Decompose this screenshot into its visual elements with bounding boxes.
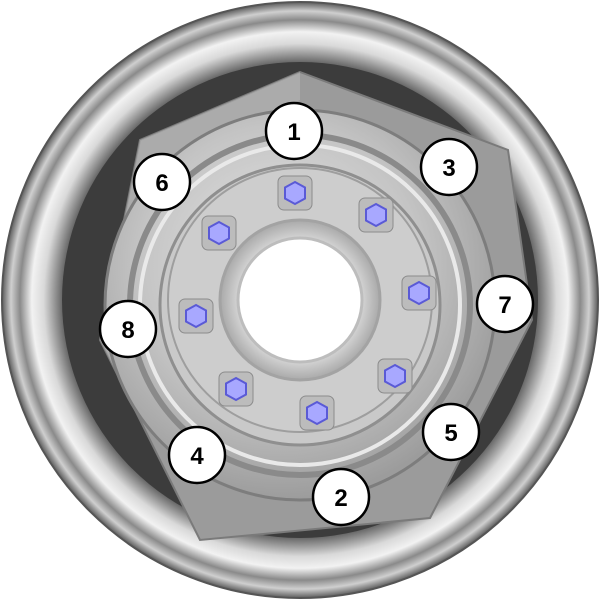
label-8: 8 xyxy=(100,301,156,357)
label-2-text: 2 xyxy=(334,485,347,512)
lug-nut xyxy=(300,396,334,430)
label-4-text: 4 xyxy=(190,443,204,470)
label-3-text: 3 xyxy=(442,155,455,182)
lug-nut xyxy=(278,176,312,210)
label-5-text: 5 xyxy=(444,420,457,447)
label-6-text: 6 xyxy=(155,170,168,197)
label-2: 2 xyxy=(313,469,369,525)
label-8-text: 8 xyxy=(121,317,134,344)
label-7: 7 xyxy=(477,276,533,332)
label-1-text: 1 xyxy=(287,119,300,146)
label-7-text: 7 xyxy=(498,292,511,319)
label-1: 1 xyxy=(266,103,322,159)
label-6: 6 xyxy=(134,154,190,210)
lug-nut xyxy=(202,216,236,250)
lug-nut xyxy=(359,198,393,232)
lug-nut xyxy=(402,276,436,310)
hub-bore xyxy=(238,238,362,362)
label-5: 5 xyxy=(423,404,479,460)
lug-nut xyxy=(179,299,213,333)
label-3: 3 xyxy=(421,139,477,195)
lug-nut xyxy=(219,372,253,406)
label-4: 4 xyxy=(169,427,225,483)
lug-nut xyxy=(378,359,412,393)
